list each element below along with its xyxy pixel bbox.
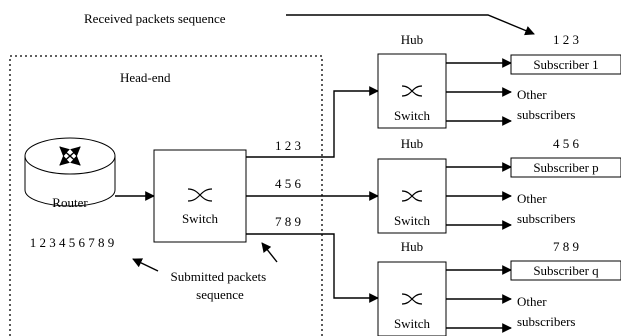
submitted-sequence-line2: sequence bbox=[196, 287, 244, 302]
subscriber-q-box bbox=[510, 260, 621, 281]
submitted-arrow-left bbox=[132, 258, 159, 272]
hub-1-received-sequence: 1 2 3 bbox=[553, 32, 579, 47]
subscriber-q-label: Subscriber q bbox=[533, 263, 599, 278]
input-sequence: 1 2 3 4 5 6 7 8 9 bbox=[30, 235, 115, 250]
hub-3-received-sequence: 7 8 9 bbox=[553, 239, 579, 254]
headend-switch: Switch bbox=[153, 149, 247, 243]
headend-switch-label: Switch bbox=[182, 211, 219, 226]
hub-2: Hub Switch 4 5 6 Subscriber p Other subs… bbox=[377, 136, 621, 234]
subscriber-1-label: Subscriber 1 bbox=[533, 57, 598, 72]
output-line-1 bbox=[246, 86, 379, 158]
subscriber-p-box bbox=[510, 157, 621, 178]
hub-1-other-subscribers: Other subscribers bbox=[517, 87, 576, 122]
hub-1-title: Hub bbox=[401, 32, 423, 47]
submitted-sequence-label: Submitted packets sequence bbox=[171, 269, 270, 302]
subscriber-1-box bbox=[510, 54, 621, 75]
router: Router bbox=[24, 137, 116, 210]
hub-1-switch-label: Switch bbox=[394, 108, 431, 123]
switch-icon bbox=[401, 190, 423, 202]
output-line-3 bbox=[246, 233, 379, 303]
hub-2-switch-label: Switch bbox=[394, 213, 431, 228]
hub-2-received-sequence: 4 5 6 bbox=[553, 136, 580, 151]
output-sequence-1: 1 2 3 bbox=[275, 138, 301, 153]
subscriber-p-label: Subscriber p bbox=[533, 160, 598, 175]
headend-switch-box bbox=[153, 149, 247, 243]
received-sequence-arrow bbox=[286, 14, 535, 36]
received-sequence-label: Received packets sequence bbox=[84, 11, 226, 26]
submitted-arrow-right bbox=[261, 242, 278, 263]
headend-label: Head-end bbox=[120, 70, 171, 85]
router-label: Router bbox=[52, 195, 88, 210]
submitted-sequence-line1: Submitted packets bbox=[171, 269, 267, 284]
router-arrows-icon bbox=[59, 146, 81, 166]
hub-3: Hub Switch 7 8 9 Subscriber q Other subs… bbox=[377, 239, 621, 336]
hub-2-other-subscribers: Other subscribers bbox=[517, 191, 576, 226]
output-sequence-3: 7 8 9 bbox=[275, 214, 301, 229]
switch-icon bbox=[401, 85, 423, 97]
hub-3-other-subscribers: Other subscribers bbox=[517, 294, 576, 329]
hub-2-title: Hub bbox=[401, 136, 423, 151]
switch-icon bbox=[401, 293, 423, 305]
hub-1: Hub Switch 1 2 3 Subscriber 1 Other subs… bbox=[377, 32, 621, 129]
output-sequence-2: 4 5 6 bbox=[275, 176, 302, 191]
switch-icon bbox=[187, 188, 213, 202]
hub-3-title: Hub bbox=[401, 239, 423, 254]
hub-3-switch-label: Switch bbox=[394, 316, 431, 331]
